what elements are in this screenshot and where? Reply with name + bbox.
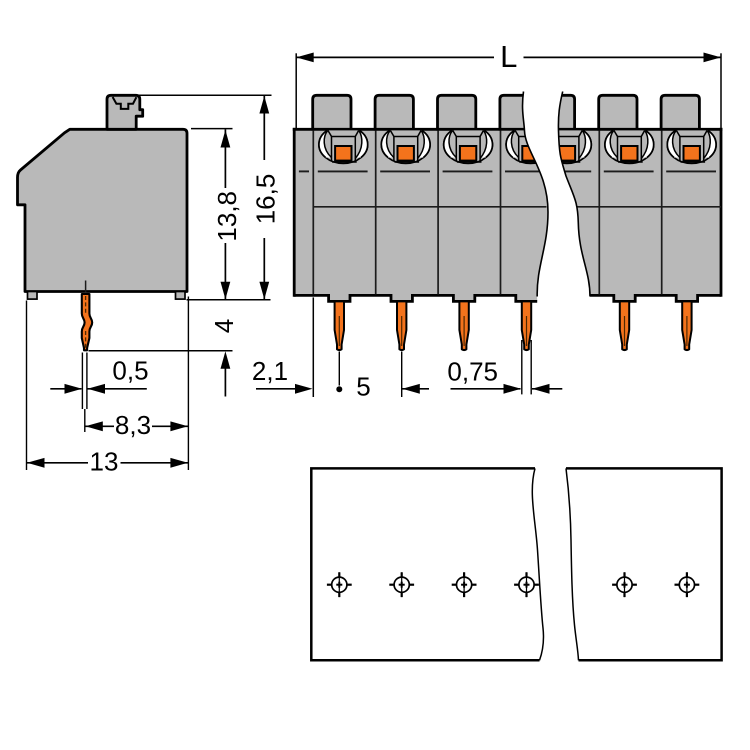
svg-text:0,75: 0,75 xyxy=(447,357,498,387)
svg-text:8,3: 8,3 xyxy=(115,410,151,440)
svg-text:13: 13 xyxy=(90,446,119,476)
svg-text:2,1: 2,1 xyxy=(252,356,288,386)
svg-text:L: L xyxy=(500,39,517,74)
svg-text:13,8: 13,8 xyxy=(212,191,242,242)
svg-text:16,5: 16,5 xyxy=(250,174,280,225)
svg-text:4: 4 xyxy=(209,319,239,333)
svg-text:0,5: 0,5 xyxy=(112,356,148,386)
svg-text:5: 5 xyxy=(356,372,370,402)
